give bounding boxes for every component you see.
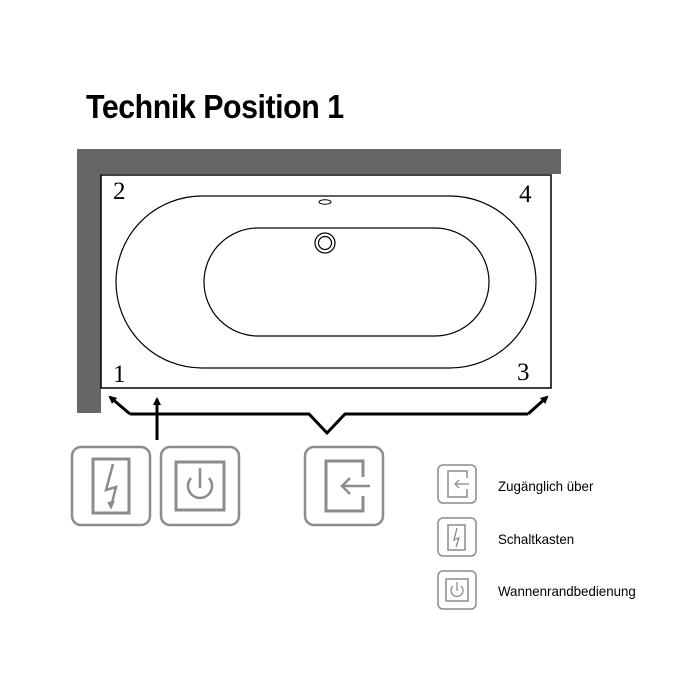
corner-label-3: 3 [517,359,530,386]
bathtub-rim [115,195,537,369]
legend-label-access: Zugänglich über [498,478,594,494]
overflow-icon [318,199,332,205]
legend-lightning-icon [437,517,477,557]
wall [77,149,561,413]
corner-label-2: 2 [113,178,126,205]
power-icon [159,445,241,527]
lightning-icon [70,445,152,527]
bathtub-basin [203,227,490,337]
drain-icon [314,232,336,254]
access-panel-icon [303,445,385,527]
bathtub-frame [100,174,552,389]
corner-label-4: 4 [519,181,532,208]
page-title: Technik Position 1 [86,88,344,125]
corner-label-1: 1 [113,361,126,388]
legend-label-switchbox: Schaltkasten [498,531,575,547]
legend-label-rim-control: Wannenrandbedienung [498,583,636,599]
legend-power-icon [437,570,477,610]
legend-access-panel-icon [437,464,477,504]
access-bracket [108,395,549,436]
